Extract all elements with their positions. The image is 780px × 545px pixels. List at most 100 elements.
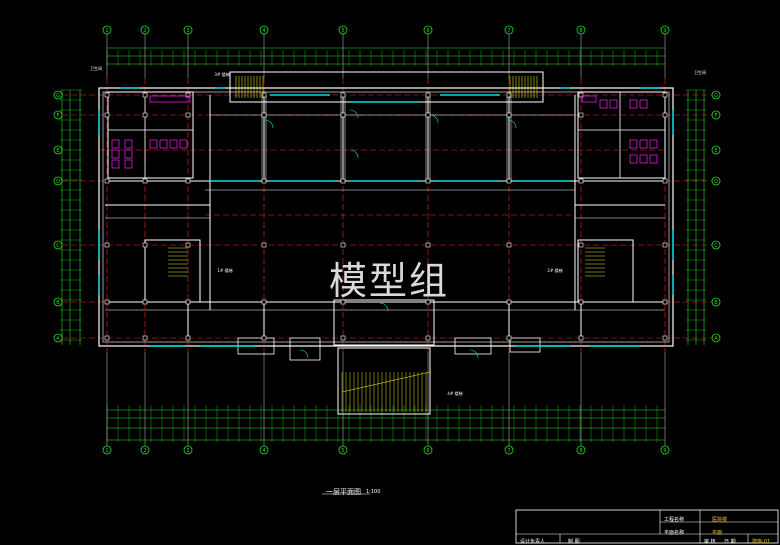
- structural-column: [261, 92, 267, 98]
- axis-bubble-label: C: [56, 243, 60, 249]
- toilet-stall: [111, 159, 120, 169]
- axis-bubble-label: 9: [663, 448, 666, 454]
- toilet-stall: [124, 139, 133, 149]
- door-swing: [469, 349, 479, 359]
- toilet-stall: [159, 139, 168, 149]
- door-swing: [349, 109, 359, 119]
- toilet-block-right: [577, 91, 666, 179]
- structural-column: [142, 335, 148, 341]
- structural-column: [340, 112, 346, 118]
- axis-bubble-label: F: [57, 113, 60, 119]
- axis-bubble-label: B: [714, 300, 718, 306]
- top-entrance-wall: [229, 71, 544, 103]
- axis-bubble-label: C: [714, 243, 718, 249]
- structural-column: [104, 242, 110, 248]
- bottom-stair-wall: [337, 347, 431, 415]
- axis-bubble-label: 8: [579, 448, 582, 454]
- title-block-frame: [515, 509, 779, 544]
- door-swing: [429, 114, 439, 124]
- structural-column: [142, 178, 148, 184]
- structural-column: [340, 299, 346, 305]
- structural-column: [425, 92, 431, 98]
- axis-bubble-label: 5: [341, 448, 344, 454]
- title-block-footer-left: 设计负责人: [520, 539, 546, 545]
- structural-column: [662, 299, 668, 305]
- axis-bubble-top: [183, 445, 193, 455]
- axis-bubble-side: [711, 176, 721, 186]
- windows: [98, 87, 674, 359]
- toilet-stall: [111, 149, 120, 159]
- toilet-stall: [111, 139, 120, 149]
- toilet-stall: [599, 99, 608, 109]
- structural-column: [662, 92, 668, 98]
- axis-bubble-label: 6: [426, 28, 429, 34]
- axis-bubble-label: 9: [663, 28, 666, 34]
- toilet-stall: [124, 159, 133, 169]
- structural-column: [578, 178, 584, 184]
- room-label-stair-right: 2# 楼梯: [547, 267, 562, 273]
- structural-column: [261, 335, 267, 341]
- axis-bubble-label: 2: [143, 28, 146, 34]
- stair-direction: [341, 371, 431, 393]
- axis-bubble-label: E: [56, 148, 59, 154]
- title-block-footer-right2: 日 期: [724, 539, 736, 545]
- axis-bubble-top: [140, 445, 150, 455]
- axis-grid: [62, 78, 720, 352]
- plan-scale: 1:100: [366, 489, 381, 495]
- room-label-stair-bottom: 4# 楼梯: [447, 390, 462, 396]
- outer-wall: [98, 87, 674, 347]
- structural-column: [425, 112, 431, 118]
- room-label-stair-top: 3# 楼梯: [214, 71, 229, 77]
- structural-column: [578, 335, 584, 341]
- structural-column: [104, 299, 110, 305]
- structural-column: [340, 335, 346, 341]
- door-swing: [349, 149, 359, 159]
- structural-column: [662, 112, 668, 118]
- axis-bubble-label: 4: [262, 448, 265, 454]
- axis-bubble-top: [504, 25, 514, 35]
- toilet-stall: [639, 99, 648, 109]
- axis-bubble-label: D: [56, 179, 60, 185]
- outer-wall-inner: [102, 91, 670, 343]
- structural-column: [340, 92, 346, 98]
- axis-bubble-top: [259, 25, 269, 35]
- axis-bubble-label: A: [714, 336, 718, 342]
- axis-bubble-label: A: [56, 336, 60, 342]
- structural-column: [506, 242, 512, 248]
- structural-column: [506, 112, 512, 118]
- structural-column: [185, 299, 191, 305]
- toilet-stall: [169, 139, 178, 149]
- axis-bubble-label: 1: [105, 448, 108, 454]
- axis-bubble-top: [660, 25, 670, 35]
- toilet-block-left: [107, 91, 194, 179]
- toilet-stall: [609, 99, 618, 109]
- title-block-project-value: 医院楼: [712, 517, 728, 523]
- axis-bubble-top: [338, 445, 348, 455]
- toilet-stall: [124, 149, 133, 159]
- door-swing: [299, 349, 309, 359]
- structural-column: [340, 242, 346, 248]
- toilet-stall: [629, 99, 638, 109]
- axis-bubble-side: [53, 240, 63, 250]
- structural-column: [578, 112, 584, 118]
- structural-column: [104, 335, 110, 341]
- title-block-footer-mid: 制 图: [568, 539, 580, 545]
- room-label-toilet-left: 卫生间: [90, 65, 102, 71]
- watermark-text: 模型组: [329, 259, 450, 303]
- structural-column: [425, 242, 431, 248]
- stairs: [168, 76, 605, 412]
- axis-bubble-label: 7: [507, 28, 510, 34]
- structural-column: [261, 299, 267, 305]
- axis-bubble-label: E: [714, 148, 717, 154]
- axis-bubble-label: 8: [579, 28, 582, 34]
- room-label-toilet-right: 卫生间: [694, 69, 706, 75]
- structural-column: [578, 92, 584, 98]
- structural-column: [578, 242, 584, 248]
- toilet-stall: [149, 139, 158, 149]
- toilet-stall: [639, 154, 648, 164]
- door-swing: [507, 119, 517, 129]
- axis-bubble-label: G: [56, 93, 60, 99]
